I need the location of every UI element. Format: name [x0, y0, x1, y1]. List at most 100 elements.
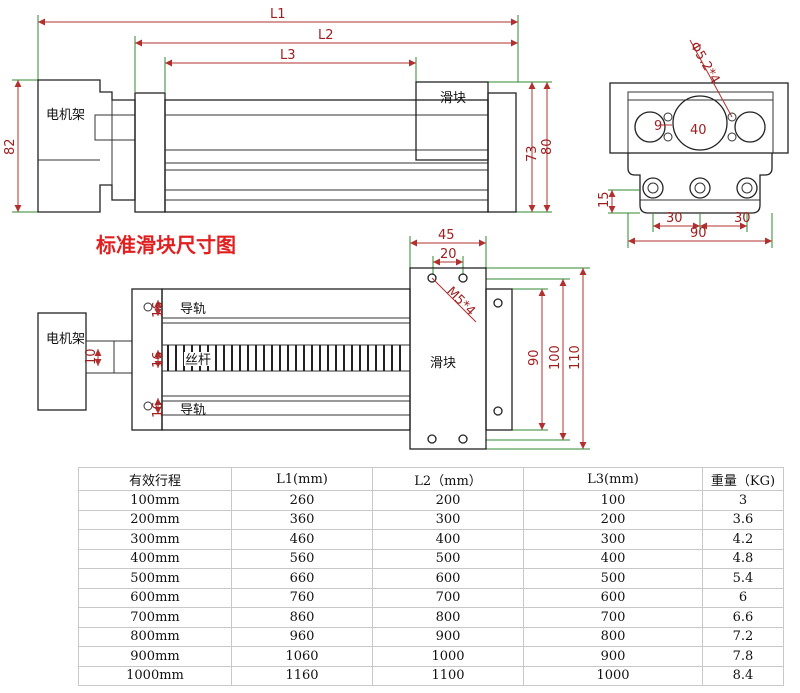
header-l3: L3(mm) [523, 467, 703, 491]
cell-weight: 5.4 [702, 568, 784, 589]
cell-stroke: 200mm [78, 509, 232, 530]
cell-weight: 8.4 [702, 665, 784, 686]
dim-82-label: 82 [3, 138, 18, 155]
slider-label: 滑块 [440, 91, 466, 106]
dim-90-label: 90 [690, 226, 707, 241]
motor-mount-plan-label: 电机架 [46, 332, 85, 347]
screw-label: 丝杆 [185, 353, 211, 368]
dim-110-label: 110 [568, 345, 583, 370]
cell-l2: 200 [372, 490, 524, 511]
dim-73-label: 73 [525, 145, 540, 162]
cell-l3: 900 [523, 646, 703, 667]
cell-l3: 300 [523, 529, 703, 550]
cell-l1: 660 [231, 568, 373, 589]
guide-top-label: 导轨 [180, 302, 206, 317]
cell-l3: 400 [523, 548, 703, 569]
cell-stroke: 300mm [78, 529, 232, 550]
cell-l3: 1000 [523, 665, 703, 686]
dim-10-label: 10 [84, 348, 99, 365]
dim-l3-label: L3 [280, 48, 296, 63]
cell-stroke: 1000mm [78, 665, 232, 686]
header-l1: L1(mm) [231, 467, 373, 491]
center-bore [672, 95, 728, 151]
dim-100-label: 100 [548, 345, 563, 370]
cell-l2: 1000 [372, 646, 524, 667]
cell-l1: 960 [231, 626, 373, 647]
cell-l2: 300 [372, 509, 524, 530]
cell-l1: 760 [231, 587, 373, 608]
end-view-outline [609, 82, 789, 154]
dim-l1-label: L1 [270, 7, 286, 22]
dim-16-bot-label: 16 [151, 401, 166, 418]
rail-body [164, 99, 489, 213]
cell-l1: 360 [231, 509, 373, 530]
header-stroke: 有效行程 [78, 467, 232, 491]
side-view: L1 L2 L3 82 73 80 电机架 滑块 [3, 7, 555, 213]
motor-mount-plan [37, 312, 87, 411]
header-weight: 重量（KG) [702, 467, 784, 491]
dim-16-top-label: 16 [151, 301, 166, 318]
thread-label: M5*4 [443, 284, 478, 319]
dim-90v-label: 90 [527, 349, 542, 366]
cell-l1: 860 [231, 607, 373, 628]
cell-l1: 460 [231, 529, 373, 550]
cell-weight: 7.8 [702, 646, 784, 667]
cell-l2: 800 [372, 607, 524, 628]
cell-l2: 1100 [372, 665, 524, 686]
cell-l1: 560 [231, 548, 373, 569]
cell-stroke: 700mm [78, 607, 232, 628]
cell-weight: 3 [702, 490, 784, 511]
cell-weight: 7.2 [702, 626, 784, 647]
dim-20-label: 20 [440, 247, 457, 262]
dim-80-label: 80 [540, 138, 555, 155]
cell-l2: 600 [372, 568, 524, 589]
header-l2: L2（mm） [372, 467, 524, 491]
cell-l2: 400 [372, 529, 524, 550]
cell-weight: 4.8 [702, 548, 784, 569]
dim-30b-label: 30 [734, 211, 751, 226]
cell-stroke: 800mm [78, 626, 232, 647]
drawing-title: 标准滑块尺寸图 [96, 233, 236, 257]
cell-l3: 600 [523, 587, 703, 608]
cell-stroke: 500mm [78, 568, 232, 589]
cell-l1: 260 [231, 490, 373, 511]
dim-9-label: 9 [654, 119, 662, 134]
cell-l1: 1160 [231, 665, 373, 686]
cell-l3: 100 [523, 490, 703, 511]
dim-45-label: 45 [438, 228, 455, 243]
dim-hole-label: Φ5.2*4 [687, 40, 723, 87]
cell-l3: 800 [523, 626, 703, 647]
cell-weight: 4.2 [702, 529, 784, 550]
cell-stroke: 400mm [78, 548, 232, 569]
cell-l3: 500 [523, 568, 703, 589]
table-header-row: 有效行程 L1(mm) L2（mm） L3(mm) 重量（KG) [78, 467, 784, 491]
cell-l2: 500 [372, 548, 524, 569]
guide-bottom-label: 导轨 [180, 403, 206, 418]
hole-leader [689, 39, 733, 118]
dim-30a-label: 30 [666, 211, 683, 226]
dim-40-label: 40 [690, 123, 707, 138]
cell-l3: 200 [523, 509, 703, 530]
slider-plan-label: 滑块 [430, 356, 456, 371]
cell-l2: 700 [372, 587, 524, 608]
cell-l2: 900 [372, 626, 524, 647]
motor-mount-outline [37, 79, 136, 213]
cell-stroke: 900mm [78, 646, 232, 667]
dim-l2-label: L2 [318, 28, 334, 43]
plan-view: 45 20 90 100 110 电机架 10 [37, 228, 590, 450]
end-plate-left [134, 92, 166, 213]
cell-l3: 700 [523, 607, 703, 628]
cell-weight: 6 [702, 587, 784, 608]
